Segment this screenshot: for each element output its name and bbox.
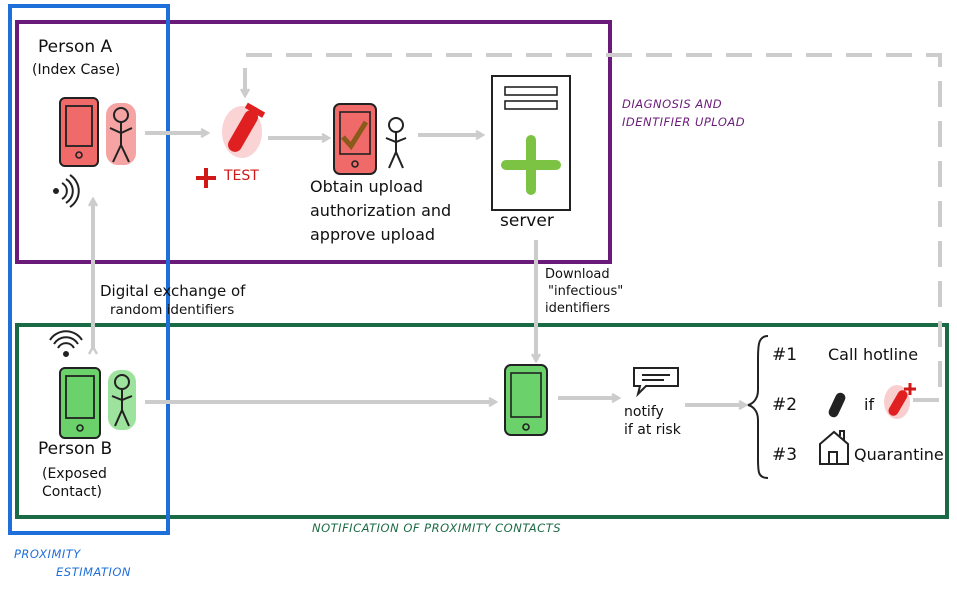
download-label-line1: Download — [545, 267, 610, 282]
test-label: TEST — [224, 168, 259, 184]
diagnosis-caption-line2: IDENTIFIER UPLOAD — [622, 115, 746, 129]
diagnosis-region-box — [15, 20, 612, 264]
person-a-role: (Index Case) — [32, 62, 121, 78]
server-icon — [491, 75, 571, 211]
upload-phone-icon — [333, 103, 377, 175]
person-a-phone-icon — [59, 97, 99, 167]
person-a-figure-icon — [106, 103, 136, 165]
action-1-number: #1 — [772, 345, 798, 365]
person-b-name: Person B — [38, 439, 113, 459]
signal-waves-a-icon — [53, 174, 80, 208]
download-label-line2: "infectious" — [548, 284, 624, 299]
upload-step-line3: approve upload — [310, 225, 436, 244]
speech-bubble-icon — [633, 367, 679, 398]
house-icon — [819, 430, 849, 465]
action-brace — [747, 335, 769, 479]
upload-person-figure-icon — [385, 117, 407, 169]
notification-phone-icon — [504, 364, 548, 436]
download-label-line3: identifiers — [545, 301, 611, 316]
person-b-role-line2: Contact) — [42, 484, 102, 500]
server-label: server — [500, 211, 554, 231]
action-3-number: #3 — [772, 445, 798, 465]
upload-step-line1: Obtain upload — [310, 177, 423, 196]
action-3-text: Quarantine — [854, 445, 944, 464]
notify-label-line1: notify — [624, 404, 664, 420]
exchange-label-line1: Digital exchange of — [100, 282, 246, 300]
test-tube-icon — [222, 102, 266, 158]
person-b-phone-icon — [59, 367, 101, 439]
person-a-name: Person A — [38, 37, 113, 57]
action-2-number: #2 — [772, 395, 798, 415]
notify-label-line2: if at risk — [624, 422, 681, 438]
proximity-caption-line2: ESTIMATION — [56, 565, 132, 579]
action-2-text: if — [864, 395, 875, 414]
action-1-text: Call hotline — [828, 345, 919, 364]
diagnosis-caption-line1: DIAGNOSIS AND — [622, 97, 723, 111]
upload-step-line2: authorization and — [310, 201, 452, 220]
exchange-label-line2: random identifiers — [110, 302, 235, 318]
proximity-caption-line1: PROXIMITY — [14, 547, 81, 561]
notification-region-box — [15, 323, 949, 519]
notification-caption: NOTIFICATION OF PROXIMITY CONTACTS — [312, 521, 562, 535]
person-b-role-line1: (Exposed — [42, 466, 107, 482]
dashed-feedback-loop — [245, 53, 942, 402]
person-b-figure-icon — [108, 370, 136, 430]
positive-test-icon — [884, 383, 916, 419]
black-test-tube-icon — [828, 392, 846, 418]
signal-waves-b-icon — [49, 330, 83, 357]
proximity-region-box — [8, 4, 170, 535]
red-plus-icon — [196, 168, 216, 188]
